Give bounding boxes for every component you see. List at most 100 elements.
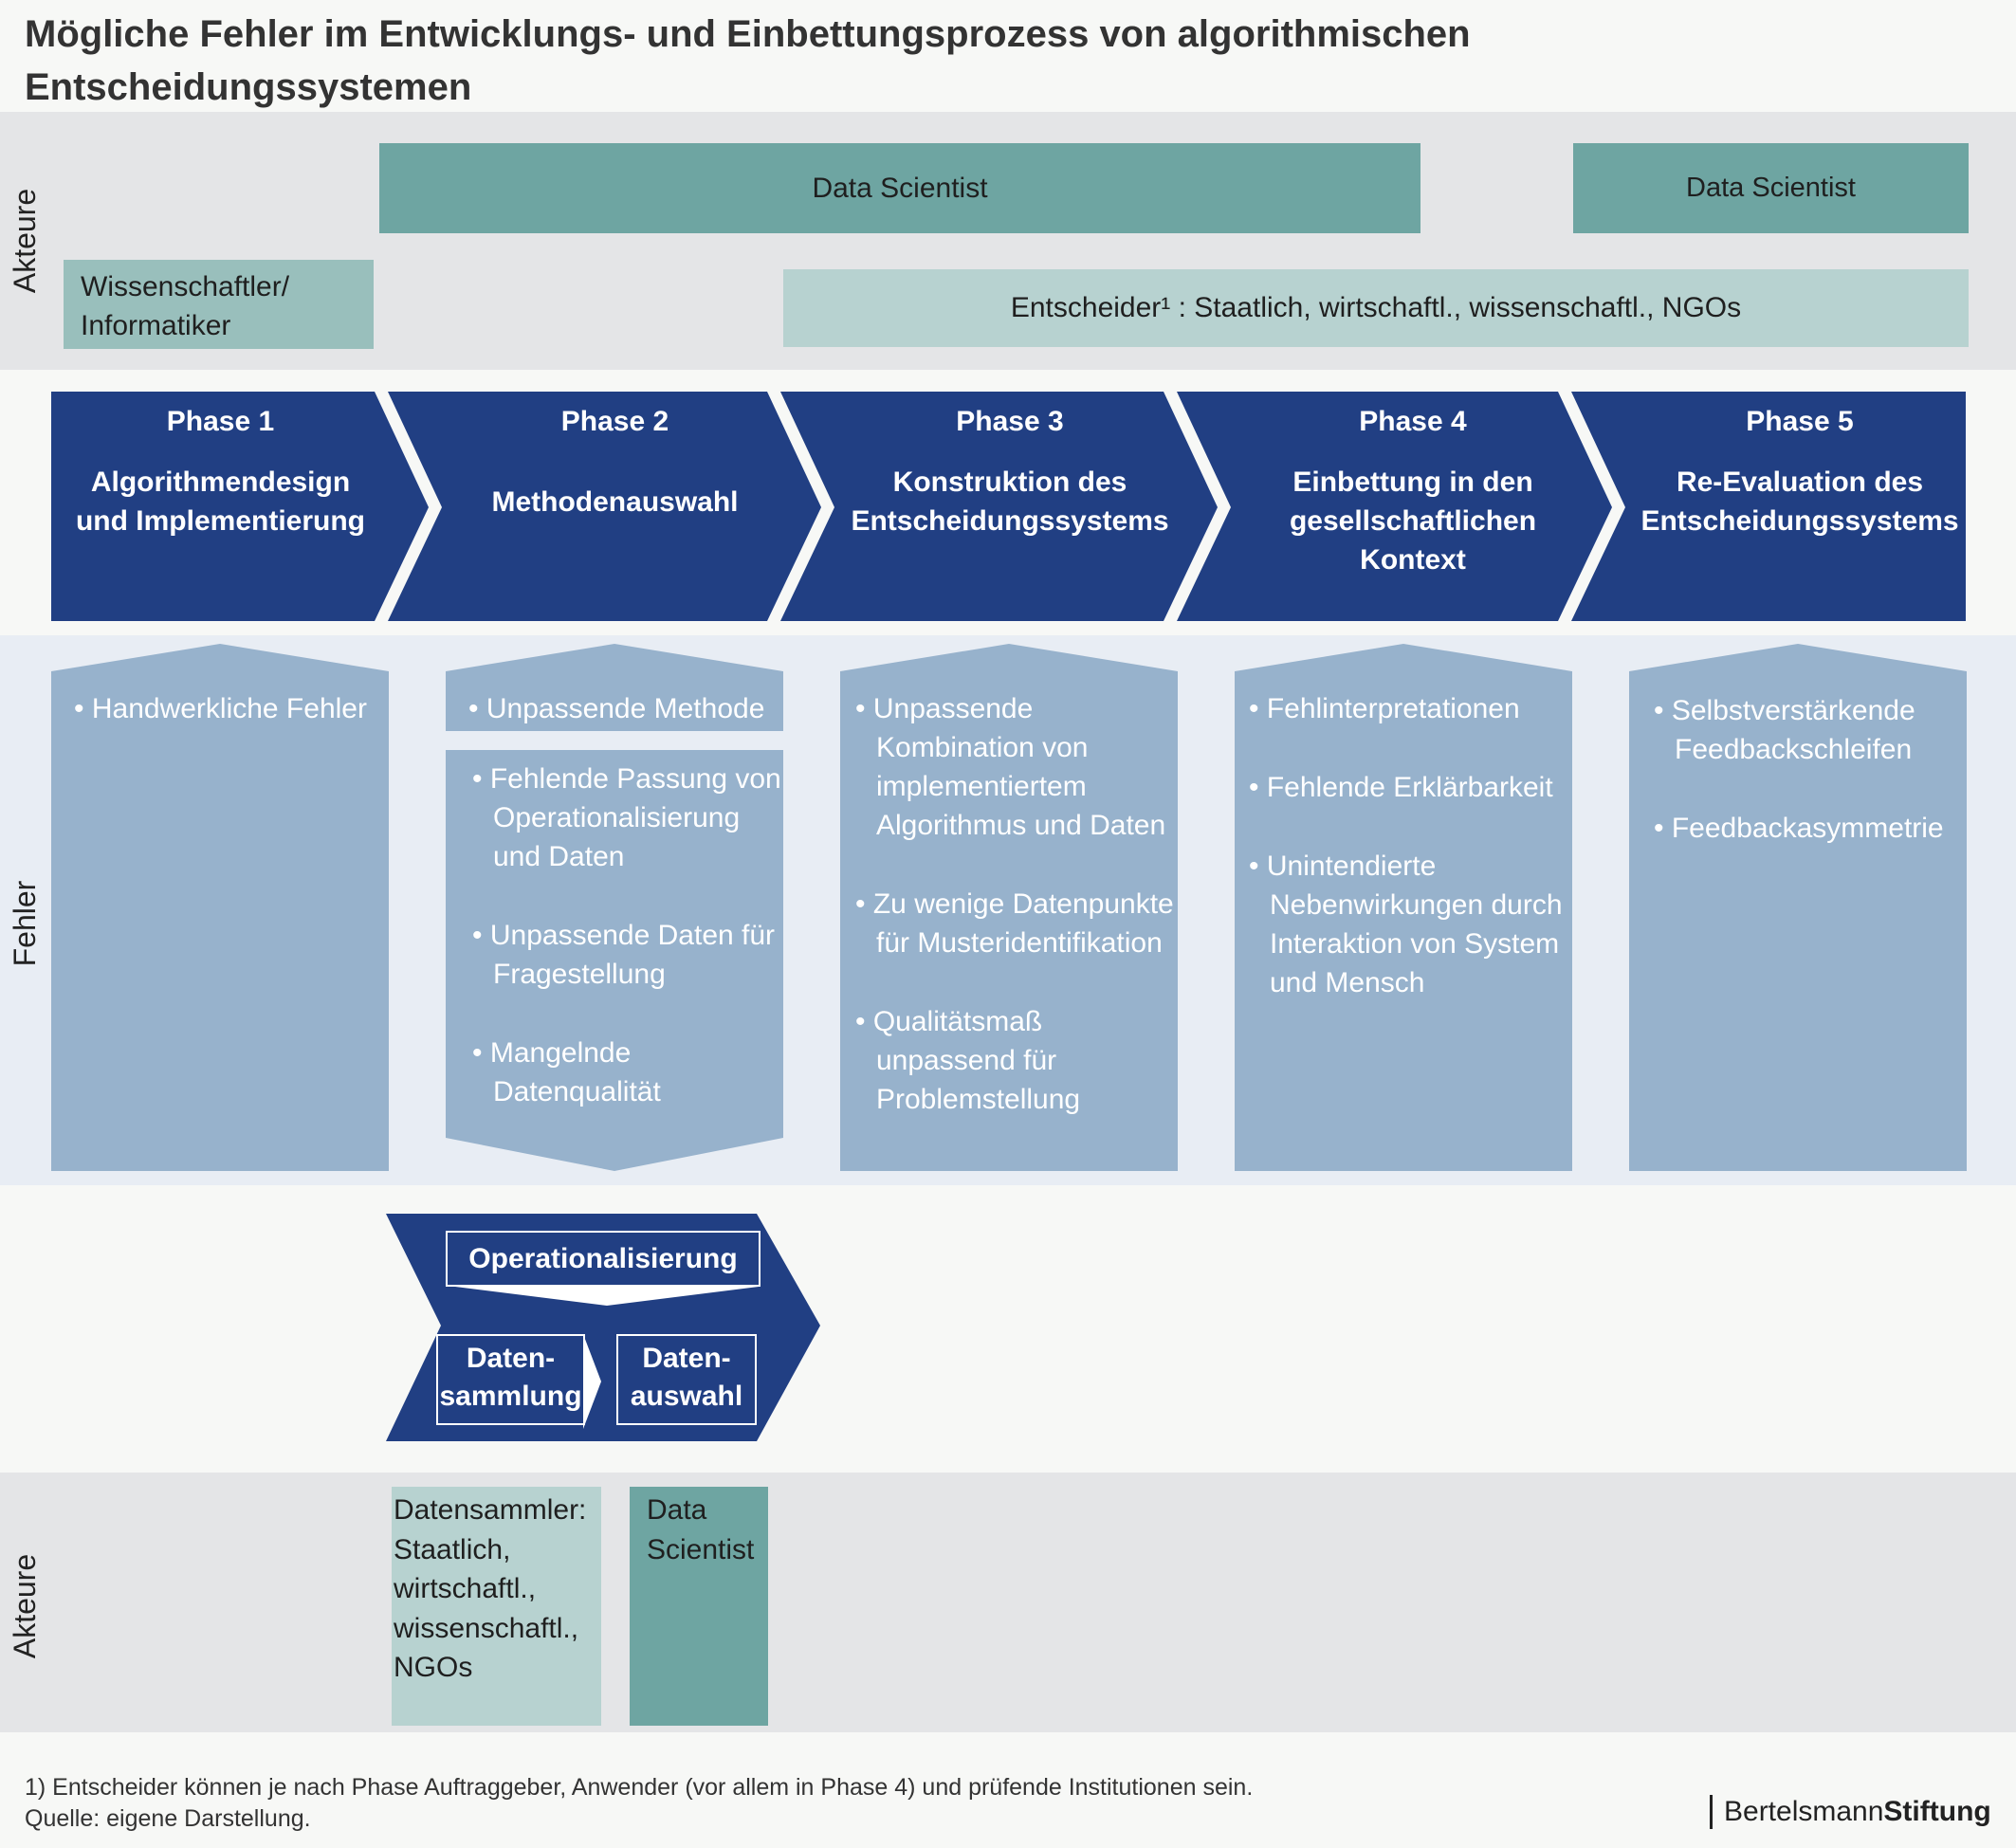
phase-4-chevron (1177, 392, 1612, 621)
actor-data-scientist-bottom: Data Scientist (630, 1487, 768, 1726)
phase-1-label: Phase 1 (166, 406, 275, 437)
datensammler-line2: Staatlich, (394, 1533, 511, 1565)
errors-phase-4: • Fehlinterpretationen • Fehlende Erklär… (1241, 689, 1564, 1002)
phase-2-label: Phase 2 (560, 406, 669, 437)
data-scientist-bottom-line1: Data (647, 1494, 707, 1526)
error-item: • Mangelnde Datenqualität (472, 1037, 661, 1107)
errors-phase-3: • Unpassende Kombination von implementie… (848, 689, 1180, 1119)
datensammler-line5: NGOs (394, 1652, 473, 1683)
bottom-actors-label: Akteure (8, 1553, 42, 1659)
footnote-source: Quelle: eigene Darstellung. (25, 1805, 311, 1832)
actor-datensammler: Datensammler: Staatlich, wirtschaftl., w… (392, 1487, 601, 1726)
phase-3-label: Phase 3 (956, 406, 1064, 437)
error-item: • Fehlende Passung von Operationalisieru… (472, 763, 781, 872)
datenauswahl-line2: auswahl (630, 1381, 743, 1412)
error-shapes (51, 644, 1967, 1171)
footnote: 1) Entscheider können je nach Phase Auft… (25, 1772, 1542, 1835)
errors-phase-2-top: • Unpassende Methode (461, 689, 783, 728)
operationalisierung-label: Operationalisierung (468, 1243, 738, 1274)
footnote-line1: 1) Entscheider können je nach Phase Auft… (25, 1774, 1254, 1801)
errors-phase-2-bottom: • Fehlende Passung von Operationalisieru… (465, 759, 787, 1111)
error-item: • Fehlinterpretationen (1249, 693, 1520, 724)
error-item-text: Fehlende Erklärbarkeit (1266, 772, 1553, 803)
errors-phase-1: • Handwerkliche Fehler (66, 689, 389, 728)
error-item: • Unpassende Kombination von implementie… (855, 693, 1166, 841)
datenauswahl-line1: Daten- (642, 1343, 731, 1374)
error-item-text: Zu wenige Datenpunkte für Musteridentifi… (872, 888, 1174, 959)
error-item-text: Handwerkliche Fehler (91, 693, 367, 724)
error-item: • Fehlende Erklärbarkeit (1249, 772, 1553, 803)
error-item-text: Qualitätsmaß unpassend für Problemstellu… (872, 1006, 1081, 1115)
error-item: • Feedbackasymmetrie (1654, 813, 1944, 844)
error-item-text: Unintendierte Nebenwirkungen durch Inter… (1266, 851, 1563, 998)
phase-5-text: Phase 5 Re-Evaluation des Entscheidungss… (1631, 402, 1969, 540)
phase-1-title-line1: Algorithmendesign (90, 467, 351, 498)
phase-2-chevron (388, 392, 821, 621)
phase-5-chevron (1571, 392, 1966, 621)
subprocess-chevron (386, 1214, 820, 1441)
error-item: • Unpassende Methode (468, 693, 765, 724)
error-item: • Unintendierte Nebenwirkungen durch Int… (1249, 851, 1563, 998)
error-item: • Zu wenige Datenpunkte für Musteridenti… (855, 888, 1174, 959)
phase-5-title-line2: Entscheidungssystems (1640, 505, 1959, 537)
phase-5-title-line1: Re-Evaluation des (1676, 467, 1924, 498)
phase-3-title-line1: Konstruktion des (892, 467, 1127, 498)
actor-data-scientist-right: Data Scientist (1573, 143, 1969, 233)
phase-1-chevron (51, 392, 429, 621)
bertelsmann-stiftung-logo: BertelsmannStiftung (1724, 1794, 2008, 1830)
bottom-actors-band (0, 1473, 2016, 1732)
phase-3-text: Phase 3 Konstruktion des Entscheidungssy… (834, 402, 1185, 540)
error-item-text: Feedbackasymmetrie (1671, 813, 1944, 844)
subprocess-chevron-shape (386, 1214, 820, 1441)
phase-chevrons (51, 392, 1966, 621)
phase-4-title-line1: Einbettung in den (1292, 467, 1533, 498)
operationalisierung-box: Operationalisierung (446, 1231, 761, 1287)
error-item-text: Mangelnde Datenqualität (489, 1037, 661, 1107)
error-item: • Unpassende Daten für Fragestellung (472, 920, 776, 990)
errors-phase-5: • Selbstverstärkende Feedbackschleifen •… (1646, 691, 1969, 848)
datensammler-line3: wirtschaftl., (394, 1573, 537, 1604)
page-title: Mögliche Fehler im Entwicklungs- und Ein… (25, 13, 1471, 108)
actor-wissenschaftler: Wissenschaftler/ Informatiker (64, 260, 374, 349)
datensammlung-box: Daten- sammlung (436, 1334, 585, 1425)
error-item-text: Unpassende Kombination von implementiert… (872, 693, 1166, 841)
datensammlung-arrow-tip (583, 1334, 601, 1429)
phase-3-chevron (780, 392, 1218, 621)
logo-divider (1710, 1795, 1713, 1829)
phase-2-title-line1: Methodenauswahl (491, 486, 739, 518)
error-item-text: Selbstverstärkende Feedbackschleifen (1671, 695, 1915, 765)
actor-wissenschaftler-line2: Informatiker (81, 310, 231, 341)
error-item: • Qualitätsmaß unpassend für Problemstel… (855, 1006, 1081, 1115)
phase-1-text: Phase 1 Algorithmendesign und Implementi… (57, 402, 384, 540)
actor-data-scientist-main: Data Scientist (379, 143, 1420, 233)
error-shape-phase-5 (1629, 644, 1967, 1171)
error-shape-phase-2-bottom (446, 750, 783, 1171)
phase-4-title-line3: Kontext (1360, 544, 1466, 576)
phase-3-title-line2: Entscheidungssystems (851, 505, 1169, 537)
datensammler-line1: Datensammler: (394, 1494, 587, 1526)
error-item-text: Unpassende Methode (486, 693, 765, 724)
error-item: • Handwerkliche Fehler (74, 693, 367, 724)
actor-wissenschaftler-line1: Wissenschaftler/ (81, 271, 290, 302)
actor-entscheider: Entscheider¹ : Staatlich, wirtschaftl., … (783, 269, 1969, 347)
phase-5-label: Phase 5 (1746, 406, 1854, 437)
datensammlung-line1: Daten- (466, 1343, 556, 1374)
error-item-text: Unpassende Daten für Fragestellung (489, 920, 776, 990)
datenauswahl-box: Daten- auswahl (616, 1334, 757, 1425)
error-item-text: Fehlinterpretationen (1266, 693, 1520, 724)
operationalisierung-pointer (455, 1287, 759, 1306)
datensammler-line4: wissenschaftl., (394, 1612, 579, 1644)
error-item-text: Fehlende Passung von Operationalisierung… (489, 763, 781, 872)
error-item: • Selbstverstärkende Feedbackschleifen (1654, 695, 1915, 765)
logo-bold: Stiftung (1883, 1796, 1991, 1827)
phase-1-title-line2: und Implementierung (75, 505, 365, 537)
phase-2-text: Phase 2 Methodenauswahl (441, 402, 789, 521)
datensammlung-line2: sammlung (439, 1381, 582, 1412)
phase-4-title-line2: gesellschaftlichen (1289, 505, 1537, 537)
logo-regular: Bertelsmann (1724, 1796, 1884, 1827)
phase-4-label: Phase 4 (1359, 406, 1467, 437)
phase-4-text: Phase 4 Einbettung in den gesellschaftli… (1237, 402, 1588, 579)
error-shape-phase-2-top (446, 644, 783, 731)
data-scientist-bottom-line2: Scientist (647, 1533, 755, 1565)
top-actors-label: Akteure (8, 188, 42, 294)
